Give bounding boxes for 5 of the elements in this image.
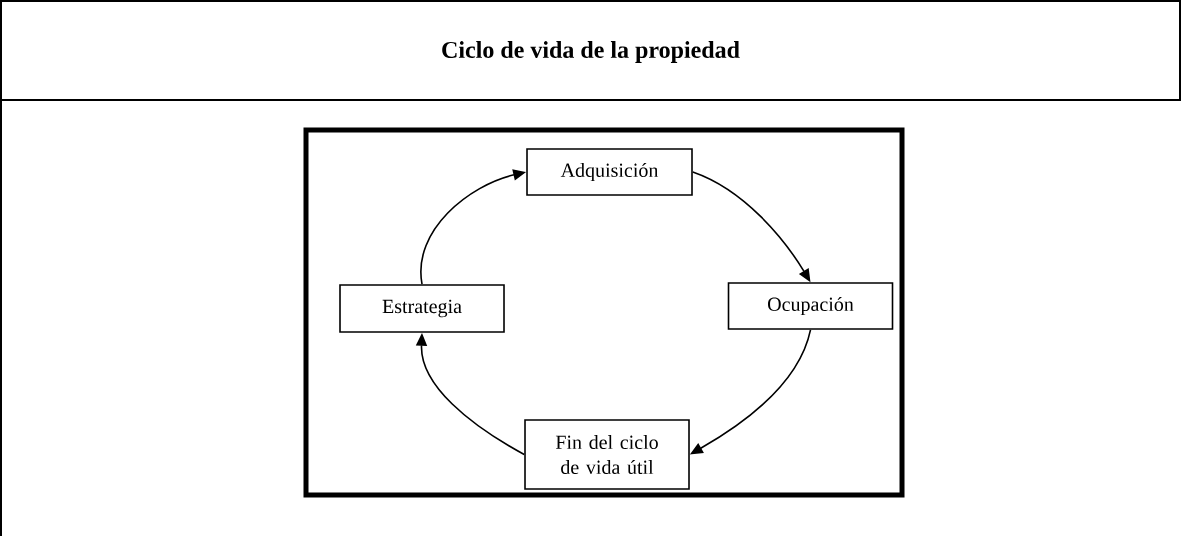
title: Ciclo de vida de la propiedad — [442, 41, 740, 63]
process-box: Estrategia — [339, 284, 505, 333]
process-box: Fin del ciclo de vida útil — [524, 419, 690, 490]
process-box: Ocupación — [727, 282, 894, 330]
process-box: Adquisición — [526, 148, 693, 196]
